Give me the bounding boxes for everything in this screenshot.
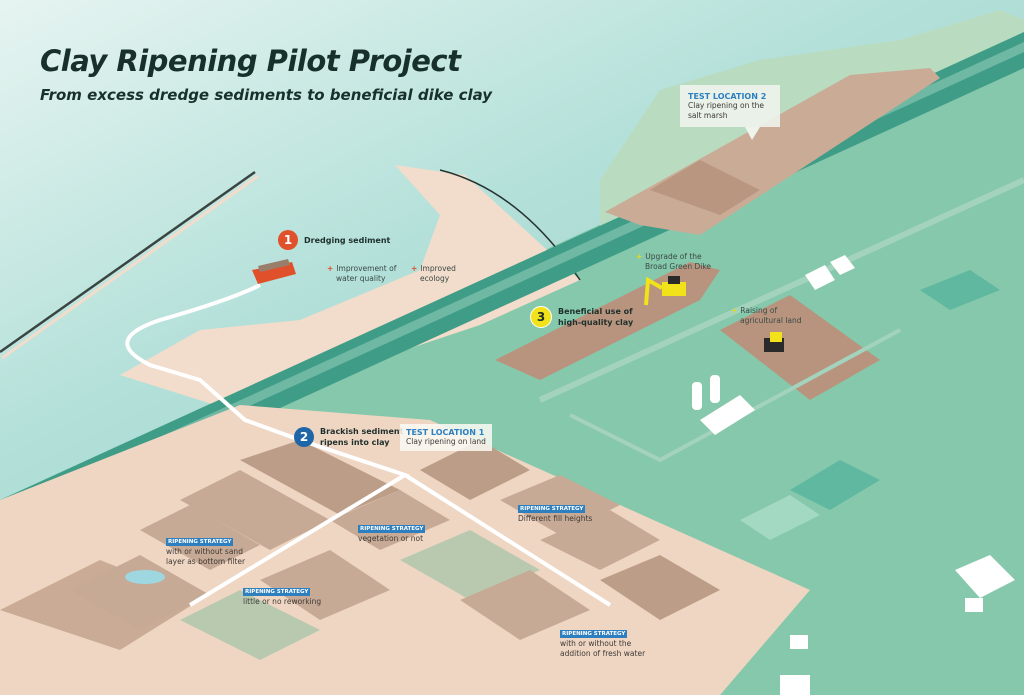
dredging-ship-icon	[252, 259, 296, 284]
test-location-2-desc-2: salt marsh	[688, 111, 728, 120]
strategy-vegetation: RIPENING STRATEGY vegetation or not	[358, 525, 426, 543]
step-1-badge: 1	[278, 230, 298, 250]
test-location-1-desc: Clay ripening on land	[406, 437, 486, 446]
test-location-1: TEST LOCATION 1 Clay ripening on land	[400, 424, 492, 451]
step-2-label-2: ripens into clay	[320, 438, 390, 447]
strategy-fill-heights: RIPENING STRATEGY Different fill heights	[518, 505, 593, 523]
step-2: 2 Brackish sediment ripens into clay	[294, 426, 403, 448]
step-3-label-1: Beneficial use of	[558, 307, 633, 316]
strategy-tag: RIPENING STRATEGY	[560, 630, 628, 638]
strategy-tag: RIPENING STRATEGY	[243, 588, 311, 596]
beach	[120, 165, 580, 405]
bulldozer-icon	[764, 332, 784, 352]
step-3-label-2: high-quality clay	[558, 318, 634, 327]
step-1: 1 Dredging sediment	[278, 230, 390, 250]
excavator-icon	[644, 276, 686, 306]
step-3: 3 Beneficial use of high-quality clay	[530, 306, 633, 328]
test-location-2-title: TEST LOCATION 2	[688, 92, 767, 101]
pipeline	[125, 283, 612, 607]
step-3-badge: 3	[530, 306, 552, 328]
step-2-label-1: Brackish sediment	[320, 427, 404, 436]
farm-buildings-icon	[692, 255, 1015, 695]
sand-spit	[0, 170, 256, 354]
page-subtitle: From excess dredge sediments to benefici…	[40, 86, 493, 104]
step-2-badge: 2	[294, 427, 314, 447]
page-title: Clay Ripening Pilot Project	[40, 44, 461, 78]
strategy-tag: RIPENING STRATEGY	[358, 525, 426, 533]
agricultural-field	[720, 295, 880, 400]
strategy-tag: RIPENING STRATEGY	[518, 505, 586, 513]
strategy-reworking: RIPENING STRATEGY little or no reworking	[243, 588, 322, 606]
step-1-label: Dredging sediment	[304, 235, 391, 245]
test-location-2-desc-1: Clay ripening on the	[688, 101, 765, 110]
strategy-tag: RIPENING STRATEGY	[166, 538, 234, 546]
test-location-1-title: TEST LOCATION 1	[406, 428, 485, 437]
